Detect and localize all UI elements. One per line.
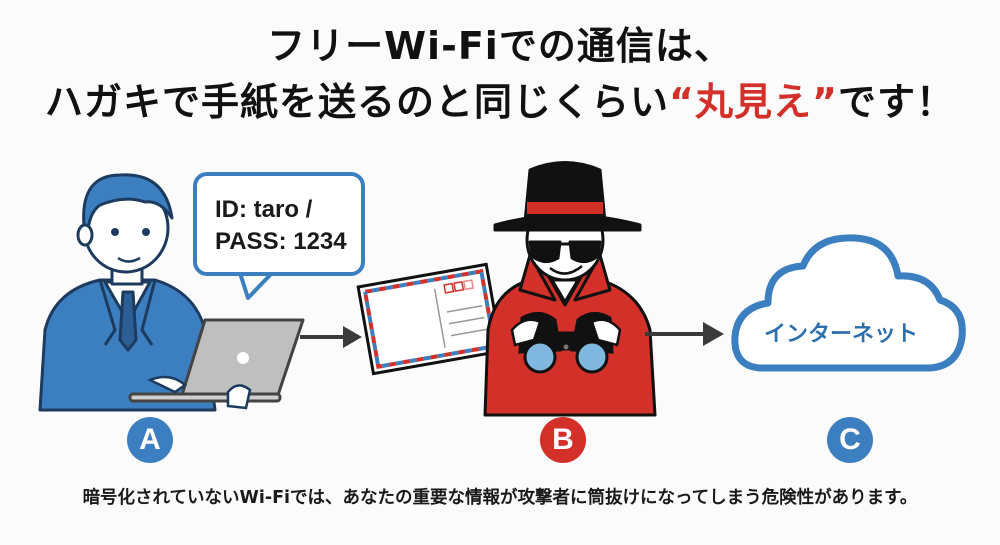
credentials-speech-bubble: ID: taro / PASS: 1234	[193, 172, 365, 276]
headline-prefix: ハガキで手紙を送るのと同じくらい	[45, 80, 670, 124]
warning-caption: 暗号化されていないWi-Fiでは、あなたの重要な情報が攻撃者に筒抜けになってしま…	[82, 488, 918, 508]
bubble-pass-line: PASS: 1234	[215, 228, 347, 255]
binoculars-icon	[510, 312, 622, 374]
headline-suffix: です！	[837, 80, 955, 124]
attacker-figure-icon	[483, 161, 657, 417]
postcard-icon	[356, 262, 504, 376]
bubble-id-line: ID: taro /	[215, 196, 313, 223]
internet-cloud-icon	[731, 234, 966, 372]
badge-a: A	[127, 417, 173, 463]
badge-c: C	[827, 417, 873, 463]
headline-line-1: フリーWi-Fiでの通信は、	[267, 24, 733, 68]
badge-b: B	[540, 417, 586, 463]
headline-line-2: ハガキで手紙を送るのと同じくらい“丸見え”です！	[0, 80, 1000, 124]
internet-label: インターネット	[763, 322, 918, 347]
headline-highlight: “丸見え”	[669, 80, 838, 124]
arrow-b-to-c-icon	[645, 322, 724, 346]
arrow-a-to-b-icon	[300, 326, 362, 348]
